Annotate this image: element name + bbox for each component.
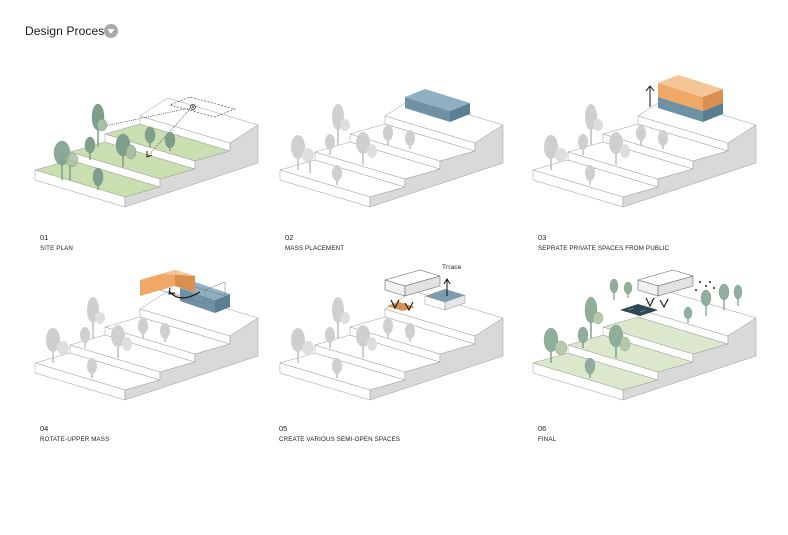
diagram-final: 06 FINAL: [528, 269, 778, 458]
page-title: Design Process: [25, 24, 111, 38]
step-number: 02: [285, 233, 294, 242]
step-caption: CREATE VARIOUS SEMI-OPEN SPACES: [279, 436, 401, 443]
step-caption: SEPRATE PRIVATE SPACES FROM PUBLIC: [538, 245, 670, 252]
step-number: 05: [279, 424, 288, 433]
step-number: 01: [40, 233, 49, 242]
step-caption: SITE PLAN: [40, 245, 73, 252]
diagram-mass-placement: 02 MASS PLACEMENT: [275, 85, 525, 265]
step-number: 03: [538, 233, 547, 242]
step-caption: ROTATE-UPPER MASS: [40, 436, 110, 443]
diagram-semi-open-spaces: Trrace 05 CREATE VARIOUS SEMI-OPEN SPACE…: [275, 264, 525, 458]
step-number: 06: [538, 424, 547, 433]
step-caption: MASS PLACEMENT: [285, 245, 345, 252]
step-caption: FINAL: [538, 436, 557, 443]
diagram-rotate-upper-mass: 04 ROTATE-UPPER MASS: [30, 270, 280, 458]
step-number: 04: [40, 424, 49, 433]
terrace-label: Trrace: [442, 264, 462, 271]
diagram-site-plan: 01 SITE PLAN: [30, 85, 280, 265]
triangle-down-icon[interactable]: [104, 24, 118, 38]
diagram-separate-private-spaces: 03 SEPRATE PRIVATE SPACES FROM PUBLIC: [528, 75, 778, 265]
